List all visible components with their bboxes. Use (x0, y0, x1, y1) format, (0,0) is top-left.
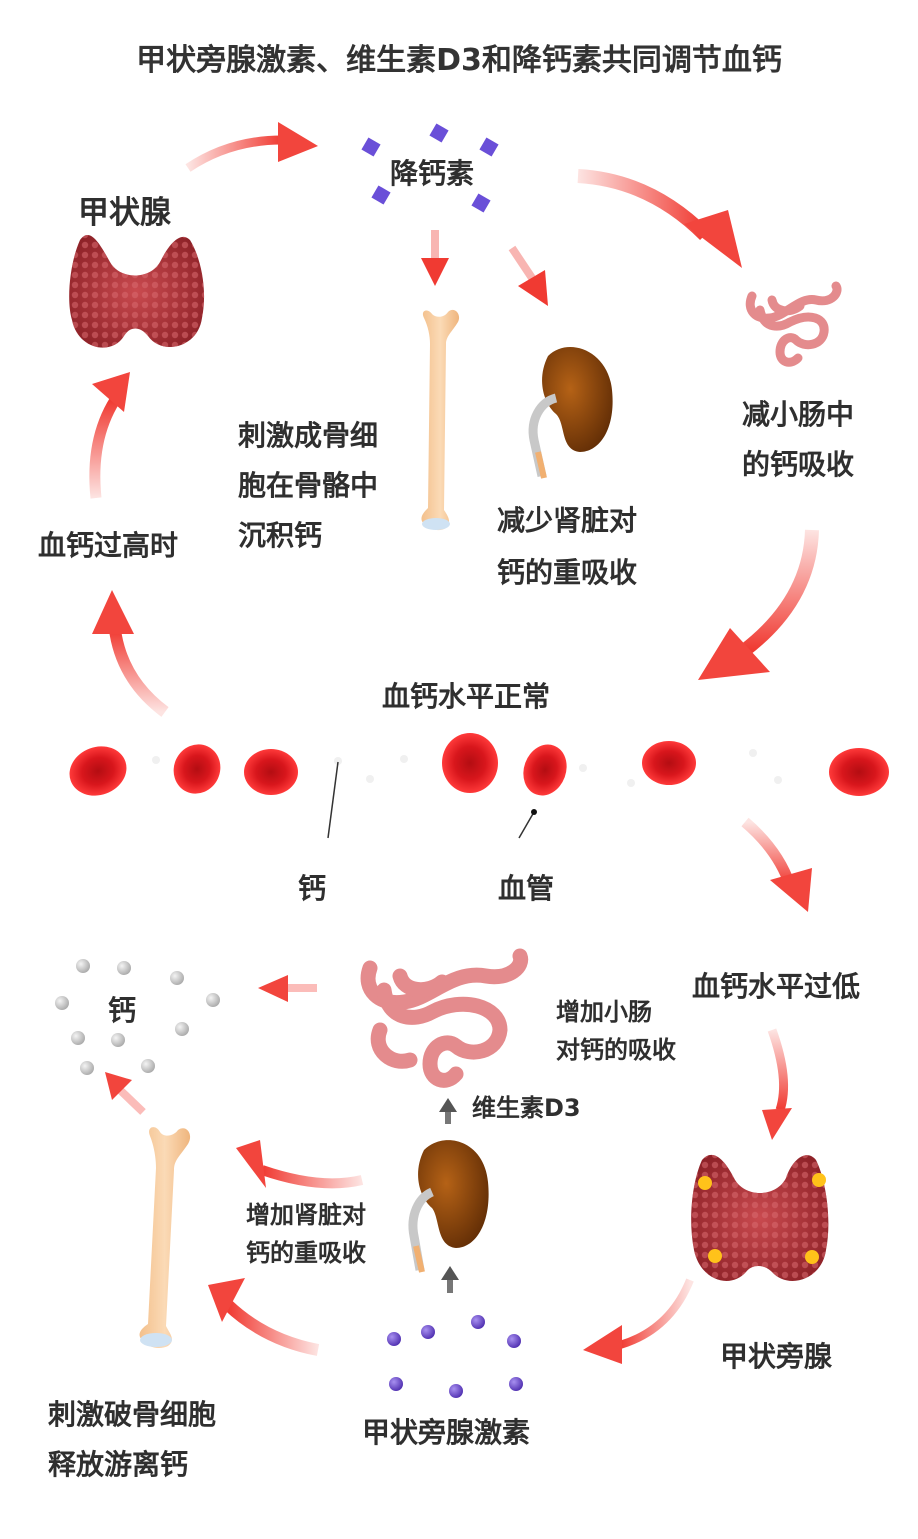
parathyroid-label: 甲状旁腺 (720, 1340, 833, 1373)
arrow-bone-to-calcium (105, 1072, 146, 1115)
calcium-pointer-label: 钙 (298, 872, 327, 905)
intestine-increase-effect: 增加小肠 对钙的吸收 (556, 993, 676, 1069)
calcium-particles-blood (152, 749, 782, 787)
intestine-image-bottom (360, 948, 529, 1088)
intestine-reduce-effect: 减小肠中 的钙吸收 (742, 390, 854, 490)
normal-calcium-label: 血钙水平正常 (382, 680, 551, 713)
kidney-reduce-effect: 减少肾脏对 钙的重吸收 (497, 495, 637, 599)
red-blood-cells (69, 733, 889, 796)
low-calcium-label: 血钙水平过低 (692, 970, 861, 1003)
calcium-pool-label: 钙 (108, 994, 137, 1027)
arrow-normal-to-high (92, 590, 169, 717)
bone-image-top (421, 309, 460, 531)
arrow-pth-to-bone (208, 1278, 320, 1356)
pth-dots (387, 1315, 523, 1398)
vessel-pointer-label: 血管 (498, 872, 555, 905)
page-title: 甲状旁腺激素、维生素D3和降钙素共同调节血钙 (136, 43, 782, 78)
calcitonin-label: 降钙素 (390, 157, 475, 190)
high-calcium-label: 血钙过高时 (38, 529, 179, 562)
arrow-pth-to-kidney (441, 1266, 459, 1293)
thyroid-label: 甲状腺 (78, 195, 171, 231)
intestine-increase-line-1: 增加小肠 (556, 998, 652, 1026)
arrow-intestine-to-calcium (258, 975, 317, 1002)
arrow-high-to-thyroid (89, 372, 130, 499)
arrow-kidney-to-intestine (439, 1098, 457, 1124)
bone-deposit-line-2: 胞在骨骼中 (238, 469, 379, 502)
arrow-kidney-to-bone (236, 1140, 364, 1189)
arrow-normal-to-low (741, 817, 812, 912)
kidney-increase-line-1: 增加肾脏对 (246, 1201, 366, 1229)
bone-image-bottom (139, 1127, 191, 1348)
arrow-calcitonin-to-bone (421, 230, 449, 286)
bone-release-effect: 刺激破骨细胞 释放游离钙 (48, 1390, 216, 1490)
kidney-increase-line-2: 钙的重吸收 (246, 1239, 366, 1267)
intestine-image-top (745, 281, 842, 367)
arrow-parathyroid-to-pth (583, 1278, 694, 1364)
arrow-low-to-parathyroid (762, 1028, 792, 1140)
vessel-pointer-line (518, 811, 535, 839)
kidney-image-bottom (408, 1140, 489, 1273)
parathyroid-image (691, 1154, 829, 1281)
pth-label: 甲状旁腺激素 (362, 1416, 531, 1449)
bone-deposit-effect: 刺激成骨细 胞在骨骼中 沉积钙 (238, 409, 378, 563)
intestine-reduce-line-2: 的钙吸收 (742, 448, 855, 481)
arrow-calcitonin-to-intestine (577, 169, 742, 268)
bone-deposit-line-1: 刺激成骨细 (238, 419, 379, 452)
arrow-thyroid-to-calcitonin (185, 122, 318, 172)
kidney-image-top (528, 346, 613, 479)
calcitonin-crystals (361, 123, 499, 213)
thyroid-image (69, 235, 205, 348)
bone-release-line-2: 释放游离钙 (48, 1448, 189, 1481)
bone-deposit-line-3: 沉积钙 (238, 519, 323, 552)
arrow-to-normal-right (698, 529, 819, 680)
arrow-calcitonin-to-kidney (508, 245, 548, 306)
kidney-reduce-line-1: 减少肾脏对 (497, 504, 638, 537)
vitamin-d3-label: 维生素D3 (472, 1094, 581, 1122)
calcium-pool-dots (55, 959, 220, 1075)
intestine-reduce-line-1: 减小肠中 (742, 398, 855, 431)
bone-release-line-1: 刺激破骨细胞 (48, 1398, 217, 1431)
calcium-pointer-line (327, 761, 339, 839)
kidney-reduce-line-2: 钙的重吸收 (497, 556, 638, 589)
kidney-increase-effect: 增加肾脏对 钙的重吸收 (246, 1196, 366, 1272)
intestine-increase-line-2: 对钙的吸收 (556, 1036, 676, 1064)
